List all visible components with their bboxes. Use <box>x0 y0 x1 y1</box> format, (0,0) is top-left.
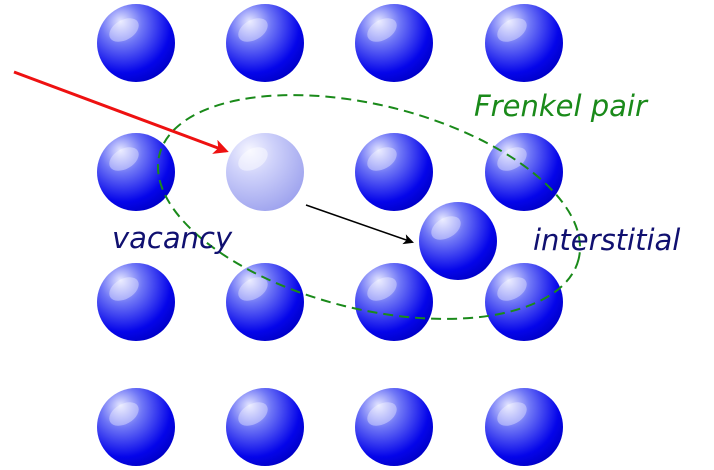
lattice-atom <box>355 388 433 466</box>
interstitial-label: interstitial <box>533 223 680 257</box>
displacement-arrow <box>305 204 414 245</box>
vacancy-site-atom <box>226 133 304 211</box>
frenkel-pair-ellipse <box>156 94 582 320</box>
lattice-atom <box>97 133 175 211</box>
lattice-atom <box>97 4 175 82</box>
lattice-atom <box>97 263 175 341</box>
lattice-atom <box>355 263 433 341</box>
incoming-particle-arrow <box>13 70 229 154</box>
lattice-atom <box>355 4 433 82</box>
lattice-atom <box>485 388 563 466</box>
lattice-atom <box>226 263 304 341</box>
lattice-atom <box>97 388 175 466</box>
vacancy-label: vacancy <box>112 221 233 255</box>
lattice-atom <box>485 4 563 82</box>
frenkel-pair-label: Frenkel pair <box>474 89 649 123</box>
lattice-atom <box>226 4 304 82</box>
lattice-atom <box>485 263 563 341</box>
lattice-atom <box>485 133 563 211</box>
lattice-atom <box>226 388 304 466</box>
lattice-atom <box>355 133 433 211</box>
interstitial-atom <box>419 202 497 280</box>
